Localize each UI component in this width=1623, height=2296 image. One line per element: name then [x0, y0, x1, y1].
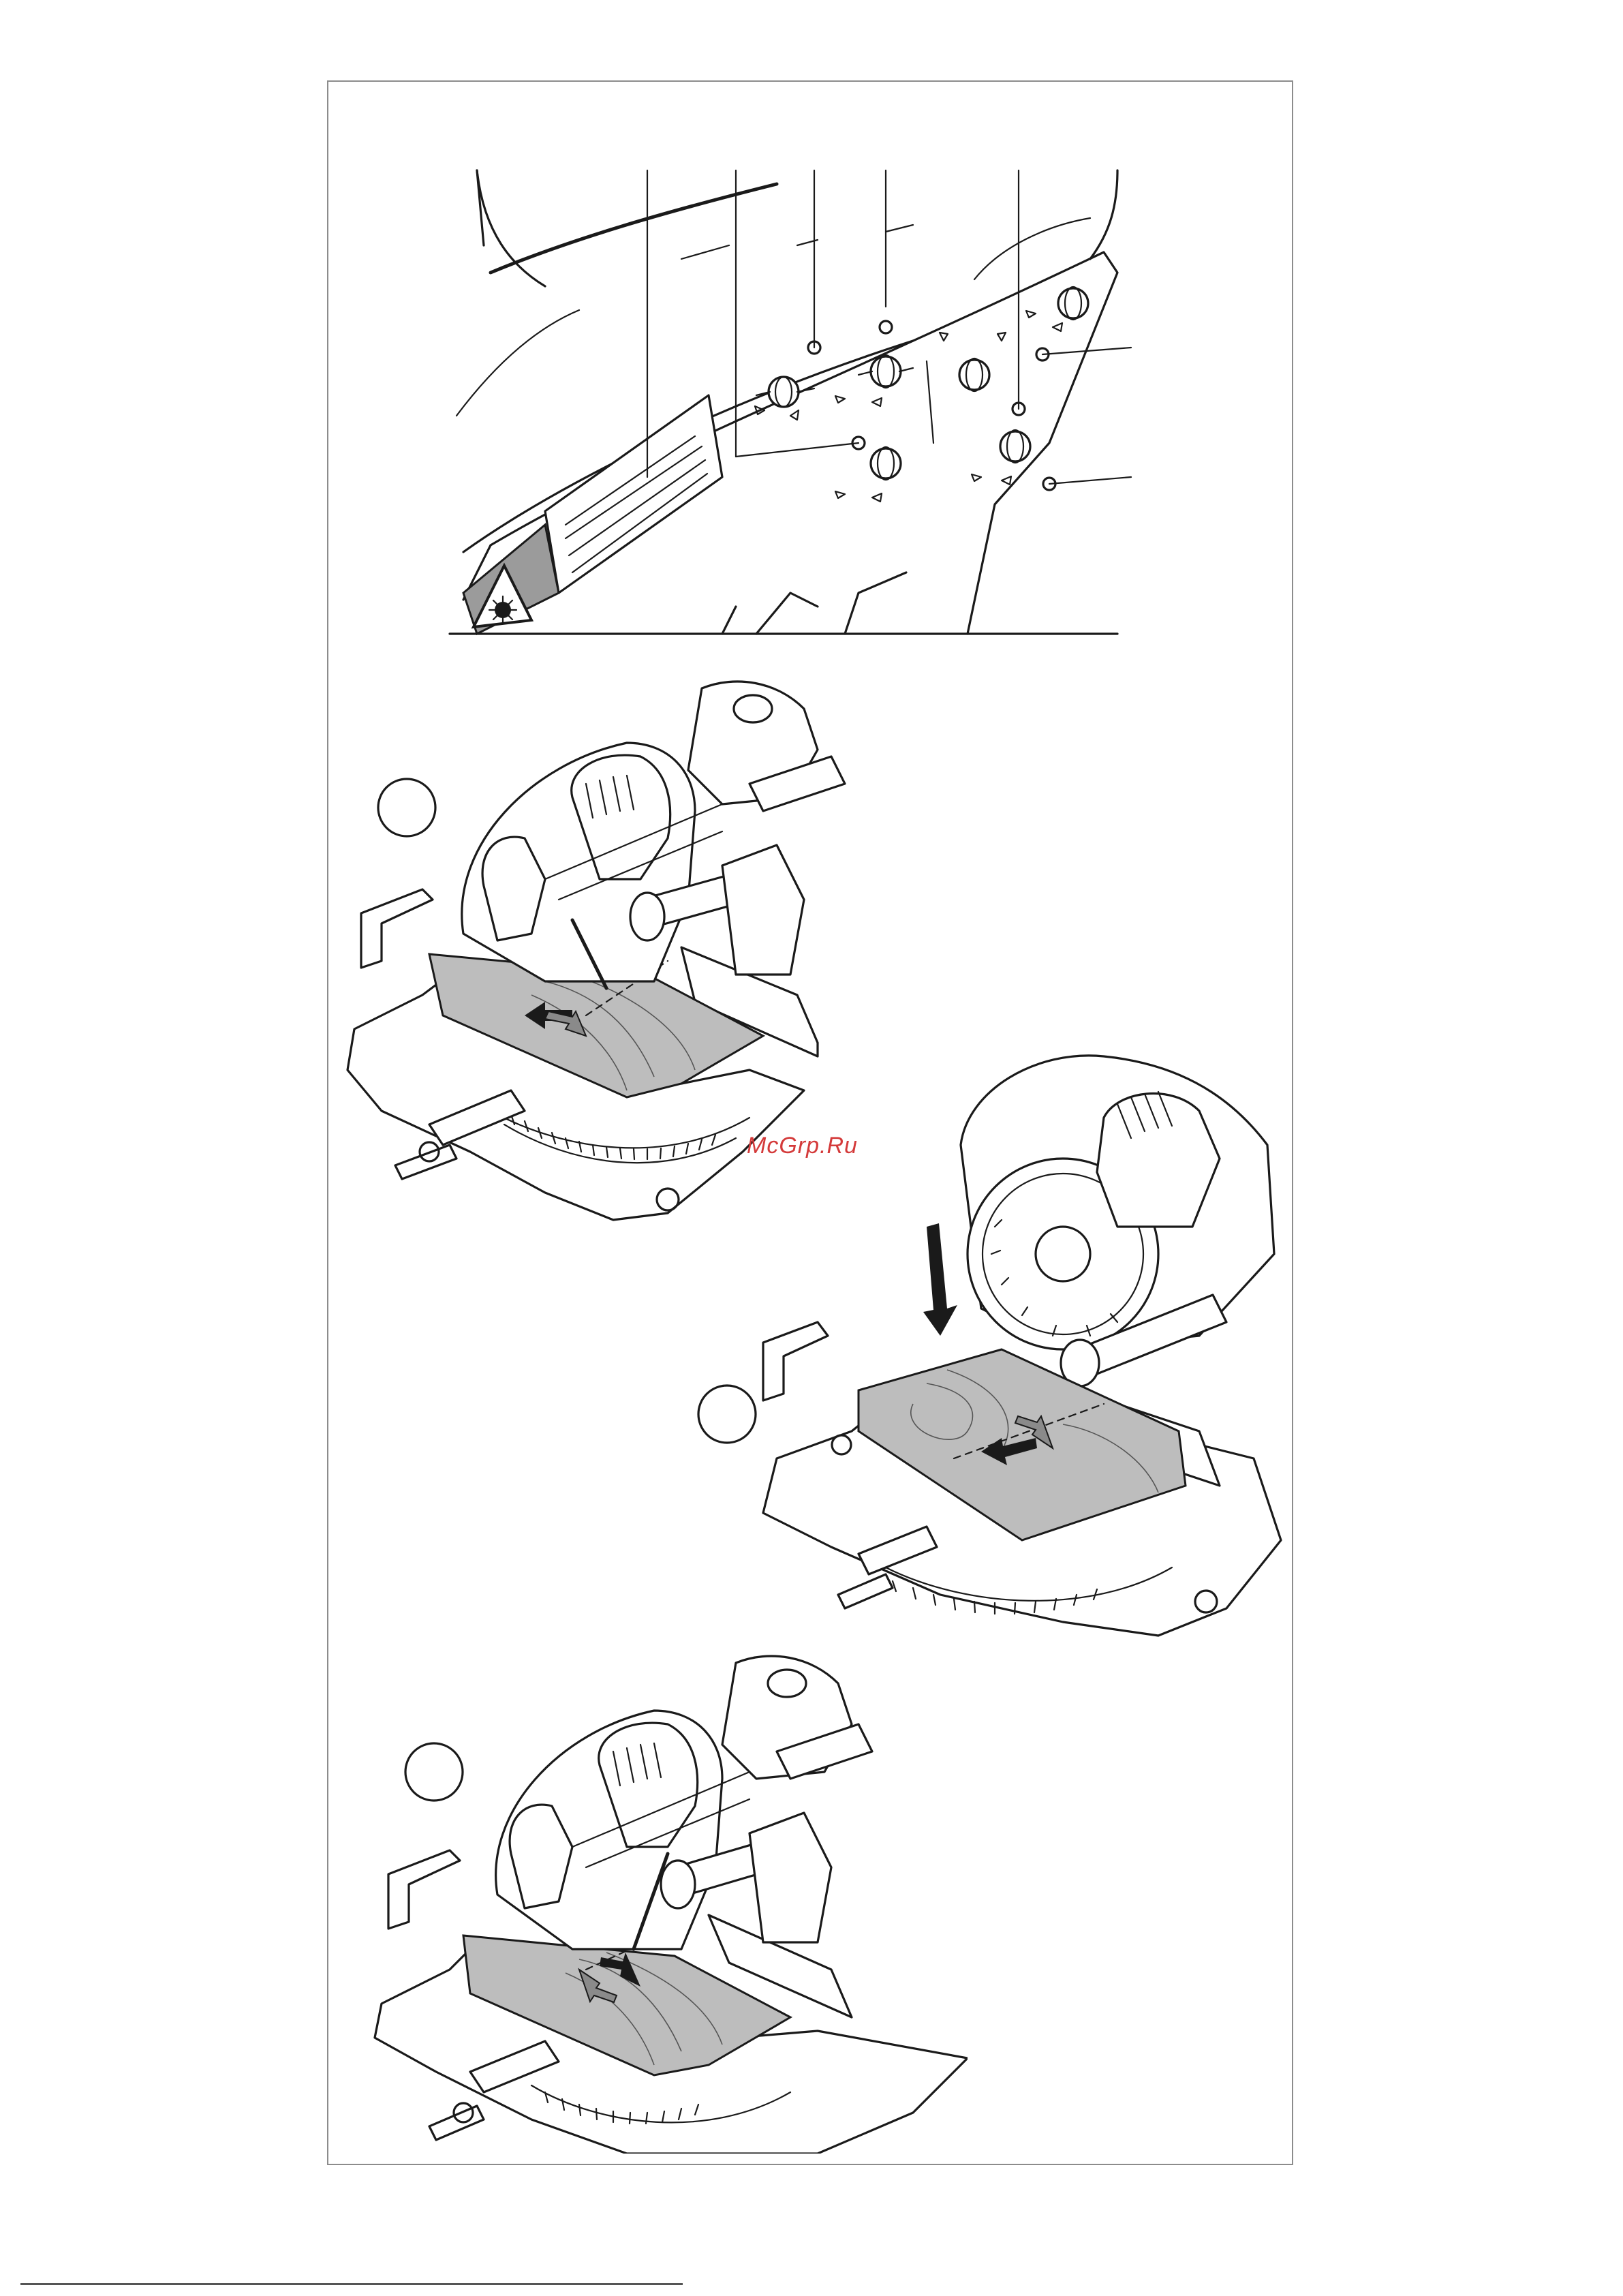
saw-view-2-figure [681, 1050, 1288, 1663]
view-marker-circle [698, 1386, 756, 1443]
saw-view-3-figure [354, 1649, 968, 2154]
direction-arrow-icon [755, 311, 1062, 502]
view-marker-circle [405, 1743, 463, 1801]
footer-rule [20, 2283, 683, 2285]
view-marker-circle [378, 779, 435, 836]
laser-control-panel-figure [436, 157, 1145, 647]
callout-lines [647, 170, 1131, 484]
direction-arrow-icon [923, 1223, 957, 1336]
